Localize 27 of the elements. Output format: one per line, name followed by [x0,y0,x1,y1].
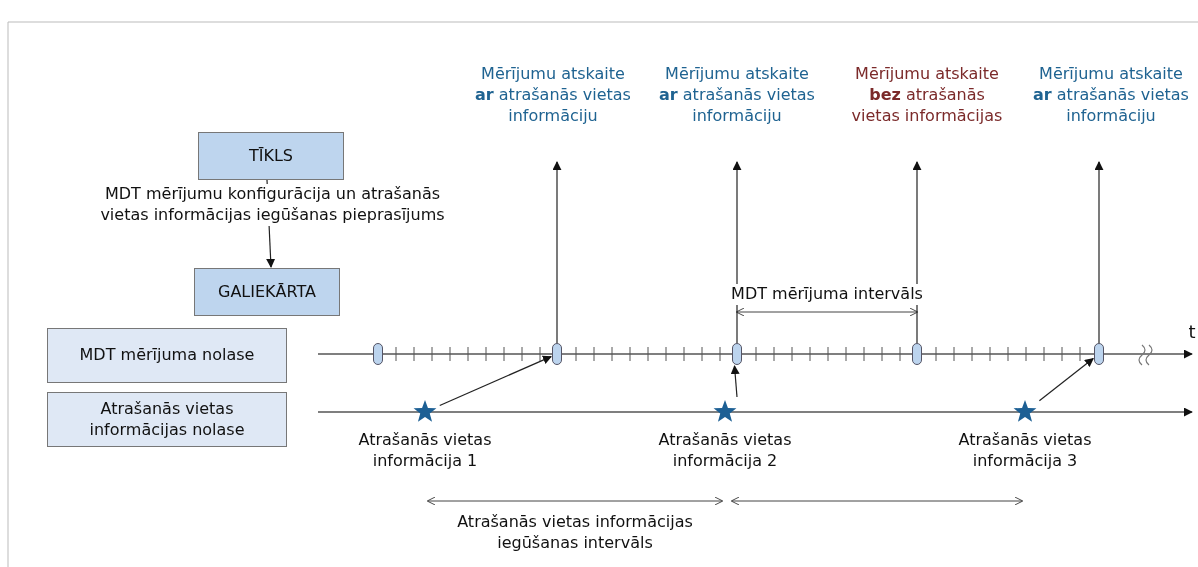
measurement-marker [552,343,562,365]
arrow [1094,161,1104,344]
report-label: Mērījumu atskaite ar atrašanās vietas informāciju [463,64,643,144]
row-label-box: MDT mērījuma nolase [47,328,287,383]
report-label: Mērījumu atskaite ar atrašanās vietas informāciju [1025,64,1197,144]
arrow [552,161,562,344]
row-label-box: Atrašanās vietas informācijas nolase [47,392,287,447]
location-caption: Atrašanās vietas informācija 2 [657,430,793,472]
device-box: GALIEKĀRTA [194,268,340,316]
axis-label: t [1187,320,1197,344]
arrow [439,355,552,407]
star-icon [713,400,737,424]
arrow [732,161,742,344]
measurement-marker [1094,343,1104,365]
measurement-marker [732,343,742,365]
report-label: Mērījumu atskaite ar atrašanās vietas informāciju [647,64,827,144]
arrow [1038,357,1094,402]
arrow [912,161,922,344]
network-box: TĪKLS [198,132,344,180]
report-label: Mērījumu atskaite bez atrašanās vietas informācijas [832,64,1022,144]
star-icon [413,400,437,424]
measurement-marker [912,343,922,365]
star-icon [1013,400,1037,424]
location-caption: Atrašanās vietas informācija 1 [357,430,493,472]
arrow [730,365,740,398]
measurement-marker [373,343,383,365]
location-caption: Atrašanās vietas informācija 3 [957,430,1093,472]
